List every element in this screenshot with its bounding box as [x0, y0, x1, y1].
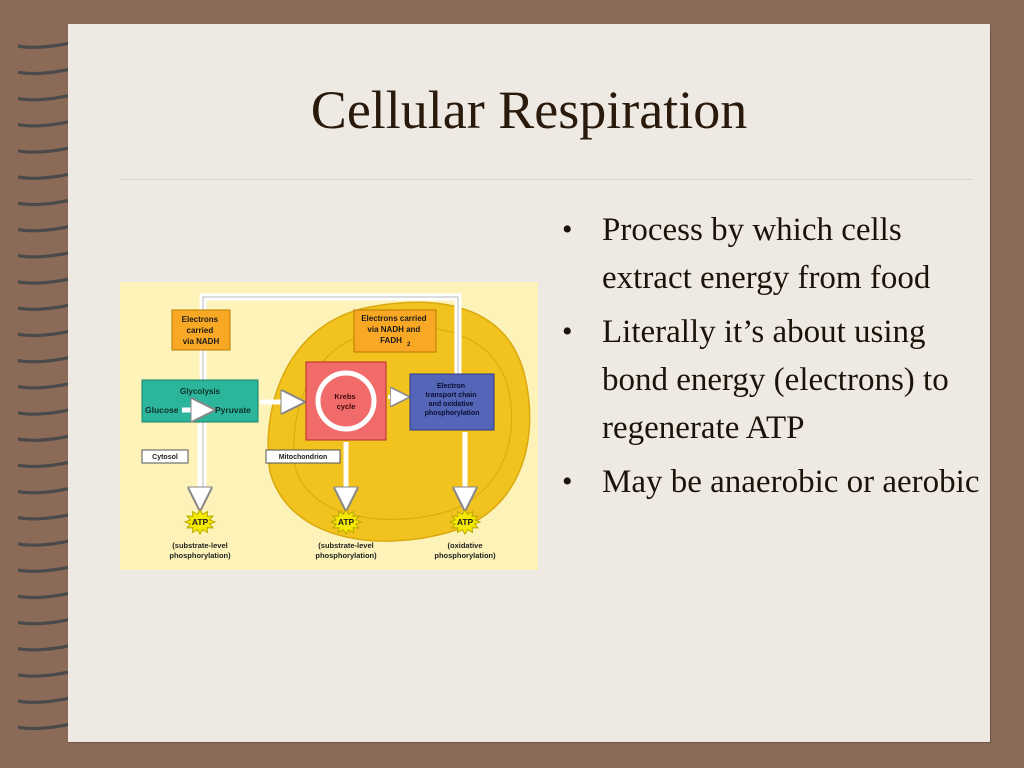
cytosol-tag	[141, 449, 189, 464]
atp-caption: phosphorylation)	[169, 551, 231, 560]
atp-caption: phosphorylation)	[434, 551, 496, 560]
svg-text:Krebs cycle: Krebs cycle	[334, 392, 357, 411]
svg-text:Electrons carried via NADH: Electrons carried via NADH and FADH	[361, 314, 429, 345]
krebs-line2: cycle	[337, 402, 356, 411]
electrons-nadh-line1: Electrons	[182, 315, 219, 324]
bullet-item: Literally it’s about using bond energy (…	[562, 308, 982, 452]
cytosol-label: Cytosol	[152, 454, 178, 461]
slide-title: Cellular Respiration	[310, 80, 748, 140]
mitochondrion-tag	[265, 449, 341, 464]
krebs-line1: Krebs	[334, 392, 355, 401]
atp-star-icon	[448, 509, 482, 535]
atp-star-icon	[183, 509, 217, 535]
atp-caption: (oxidative	[447, 541, 482, 550]
bullet-list: Process by which cells extract energy fr…	[562, 206, 982, 512]
etc-line3: and oxidative	[429, 401, 474, 408]
electrons-nadh-fadh-box	[353, 309, 437, 353]
svg-text:Electrons carried via: Electrons carried via NADH	[182, 315, 221, 346]
electrons-fadh-line1: Electrons carried	[361, 314, 426, 323]
electrons-fadh-line2: via NADH and	[367, 325, 420, 334]
glucose-label: Glucose	[145, 405, 179, 415]
respiration-diagram: Electrons carried via NADH Electrons car…	[120, 282, 538, 570]
atp-caption: (substrate-level	[318, 541, 373, 550]
atp-caption: (substrate-level	[172, 541, 227, 550]
bullet-item: May be anaerobic or aerobic	[562, 458, 982, 506]
etc-line1: Electron	[437, 383, 465, 390]
etc-line2: transport chain	[426, 392, 477, 399]
electrons-nadh-line2: carried	[187, 326, 214, 335]
atp-label: ATP	[338, 517, 355, 527]
fadh-subscript: 2	[407, 342, 411, 348]
atp-caption: phosphorylation)	[315, 551, 377, 560]
krebs-cycle-loop	[315, 370, 377, 432]
glycolysis-label: Glycolysis	[180, 387, 221, 396]
pyruvate-label: Pyruvate	[215, 405, 251, 415]
mitochondrion-label: Mitochondrion	[279, 454, 328, 461]
svg-text:Electron transport chain: Electron transport chain and oxidative p…	[425, 383, 480, 417]
atp-label: ATP	[457, 517, 474, 527]
atp-label: ATP	[192, 517, 209, 527]
etc-line4: phosphorylation	[425, 410, 480, 417]
etc-box	[409, 373, 495, 431]
title-divider	[120, 179, 972, 180]
atp-star-icon	[329, 509, 363, 535]
bullet-item: Process by which cells extract energy fr…	[562, 206, 982, 302]
mitochondrion-inner-fold	[293, 326, 513, 520]
electrons-nadh-line3: via NADH	[183, 337, 220, 346]
electrons-nadh-box	[171, 309, 231, 351]
electrons-fadh-line3: FADH	[380, 336, 402, 345]
